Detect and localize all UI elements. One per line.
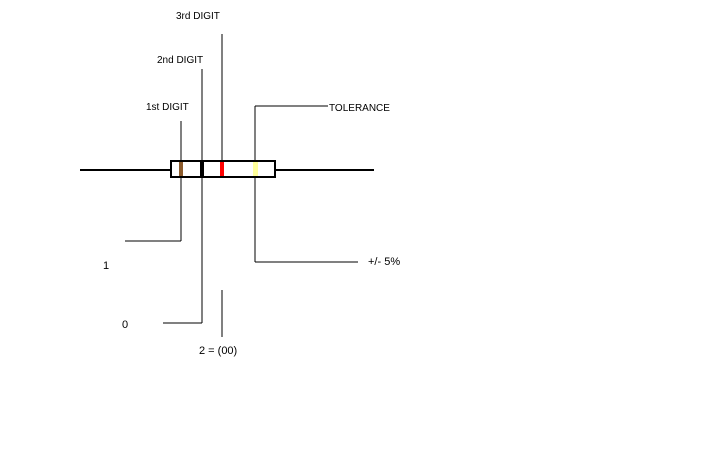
band-digit1 [179,162,183,176]
band-digit2 [200,162,204,176]
band-tolerance [253,162,258,176]
label-3rd-digit: 3rd DIGIT [176,11,220,22]
value-3rd-digit: 2 = (00) [199,345,238,357]
value-1st-digit: 1 [103,260,110,272]
value-2nd-digit: 0 [122,319,129,331]
label-2nd-digit: 2nd DIGIT [157,55,204,66]
value-tolerance: +/- 5% [368,256,401,268]
label-1st-digit: 1st DIGIT [146,102,189,113]
band-digit3 [220,162,224,176]
label-tolerance: TOLERANCE [329,103,390,114]
